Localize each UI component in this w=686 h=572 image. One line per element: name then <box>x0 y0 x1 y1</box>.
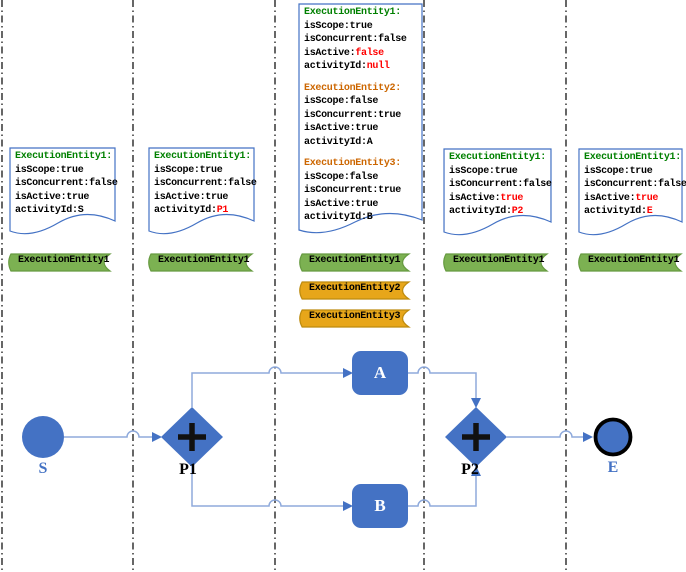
entity-property: isActive:true <box>15 191 90 203</box>
gateway-p1-label: P1 <box>179 461 197 478</box>
ribbon-label: ExecutionEntity1 <box>18 255 110 266</box>
entity-header: ExecutionEntity2: <box>304 82 401 94</box>
ribbon-label: ExecutionEntity1 <box>158 255 250 266</box>
entity-property: isScope:false <box>304 171 379 183</box>
entity-property: isActive:true <box>154 191 229 203</box>
arrowhead-into-b <box>343 501 353 511</box>
entity-property: activityId:S <box>15 205 84 216</box>
entity-property: isActive:true <box>449 192 524 204</box>
entity-property: isConcurrent:true <box>304 109 401 121</box>
ribbon-label: ExecutionEntity1 <box>309 255 401 266</box>
entity-property: isConcurrent:false <box>449 179 552 190</box>
entity-property: isScope:true <box>304 20 373 32</box>
entity-property: activityId:B <box>304 212 373 223</box>
entity-property: isScope:true <box>449 165 518 177</box>
ribbon-shape <box>299 309 411 328</box>
arrowhead-into-p1 <box>152 432 162 442</box>
ribbon-label: ExecutionEntity1 <box>453 255 545 266</box>
entity-header: ExecutionEntity1: <box>584 152 681 163</box>
entity-header: ExecutionEntity1: <box>15 151 112 162</box>
document-shape <box>148 147 255 235</box>
execution-ribbon: ExecutionEntity3 <box>299 309 411 328</box>
entity-header: ExecutionEntity1: <box>154 151 251 162</box>
connector-a-to-p2 <box>408 366 477 398</box>
entity-property: isConcurrent:false <box>154 178 257 189</box>
connector-p2-to-end <box>507 430 583 438</box>
connector-p1-to-a <box>191 366 343 407</box>
arrowhead-into-end <box>583 432 593 442</box>
arrowhead-into-p2-bottom <box>471 466 481 476</box>
execution-ribbon: ExecutionEntity1 <box>578 253 683 272</box>
entity-header: ExecutionEntity1: <box>449 152 546 163</box>
entity-property: isActive:true <box>584 192 659 204</box>
connector-b-to-p2 <box>408 476 477 507</box>
entity-property: isScope:true <box>15 164 84 176</box>
end-label: E <box>607 459 619 476</box>
document-shape <box>443 148 552 236</box>
entity-property: activityId:E <box>584 206 653 217</box>
ribbon-shape <box>299 253 411 272</box>
arrowheads <box>152 368 593 511</box>
entity-property: isConcurrent:true <box>304 185 401 196</box>
start-label: S <box>38 460 48 477</box>
plus-icon <box>178 423 206 451</box>
entity-property: isActive:true <box>304 198 379 210</box>
task-a-node <box>352 351 408 395</box>
entity-property: isScope:true <box>584 165 653 177</box>
entity-property: activityId:null <box>304 61 390 72</box>
ribbon-label: ExecutionEntity1 <box>588 255 680 266</box>
doc-note-col1: ExecutionEntity1: isScope:true isConcurr… <box>9 147 118 237</box>
connector-start-to-p1 <box>64 430 152 438</box>
ribbon-shape <box>299 281 411 300</box>
entity-property: isConcurrent:false <box>304 34 407 45</box>
execution-ribbon: ExecutionEntity1 <box>8 253 112 272</box>
end-event-node <box>593 417 633 457</box>
entity-property: activityId:P1 <box>154 205 229 216</box>
entity-property: isScope:true <box>154 164 223 176</box>
ribbon-shape <box>443 253 549 272</box>
document-shape <box>9 147 116 235</box>
ribbon-shape <box>148 253 254 272</box>
ribbon-shape <box>578 253 683 272</box>
doc-note-col4: ExecutionEntity1: isScope:true isConcurr… <box>443 148 552 238</box>
entity-property: isActive:false <box>304 47 384 59</box>
doc-note-col3: ExecutionEntity1: isScope:true isConcurr… <box>298 3 423 236</box>
execution-ribbon: ExecutionEntity2 <box>299 281 411 300</box>
entity-property: isActive:true <box>304 123 379 134</box>
arrowhead-into-p2-top <box>471 398 481 408</box>
doc-note-col2: ExecutionEntity1: isScope:true isConcurr… <box>148 147 257 237</box>
entity-property: isConcurrent:false <box>15 178 118 189</box>
execution-ribbon: ExecutionEntity1 <box>148 253 254 272</box>
task-a-label: A <box>373 363 387 382</box>
connectors <box>64 366 583 507</box>
entity-property: isScope:false <box>304 96 379 107</box>
ribbon-label: ExecutionEntity2 <box>309 283 401 294</box>
doc-note-col5: ExecutionEntity1: isScope:true isConcurr… <box>578 148 686 238</box>
document-shape <box>578 148 683 236</box>
phase-separators <box>1 0 567 572</box>
task-b-label: B <box>374 496 386 515</box>
arrowhead-into-a <box>343 368 353 378</box>
entity-header: ExecutionEntity1: <box>304 7 401 18</box>
ribbon-shape <box>8 253 112 272</box>
ribbon-label: ExecutionEntity3 <box>309 311 401 322</box>
document-shape <box>298 3 423 234</box>
entity-property: activityId:A <box>304 136 373 148</box>
plus-icon <box>462 423 490 451</box>
task-b-node <box>352 484 408 528</box>
entity-property: activityId:P2 <box>449 206 524 217</box>
execution-ribbon: ExecutionEntity1 <box>443 253 549 272</box>
connector-p1-to-b <box>191 467 343 507</box>
entity-header: ExecutionEntity3: <box>304 158 401 169</box>
gateway-p2-label: P2 <box>461 461 479 478</box>
execution-ribbon: ExecutionEntity1 <box>299 253 411 272</box>
start-event-node <box>22 416 64 458</box>
entity-property: isConcurrent:false <box>584 179 686 190</box>
